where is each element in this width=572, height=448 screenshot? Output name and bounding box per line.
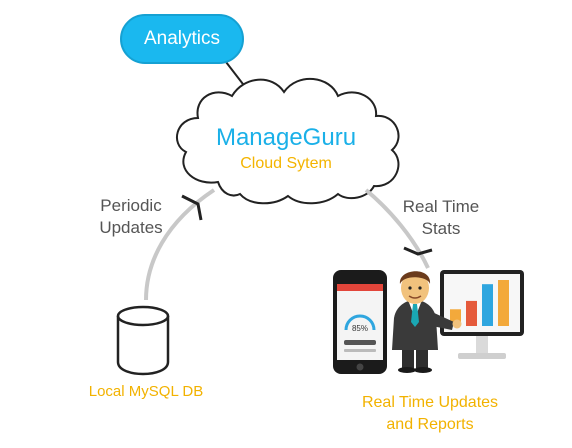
monitor-icon [440,270,524,359]
phone-gauge-value: 85% [352,324,368,333]
analytics-node: Analytics [120,14,244,64]
smartphone-icon: 85% [333,270,387,374]
cloud-subtitle: Cloud Sytem [240,155,332,172]
real-time-stats-arrow [364,188,430,269]
cloud-title: ManageGuru [215,124,357,151]
report-bar [482,284,493,326]
real-time-stats-line1: Real Time [402,197,480,216]
report-bar-chart [450,280,509,326]
periodic-updates-line1: Periodic [100,196,162,215]
periodic-updates-arrow [144,188,216,301]
database-icon [116,305,170,376]
database-label: Local MySQL DB [88,383,204,400]
periodic-updates-arrowhead [181,194,203,221]
real-time-stats-line2: Stats [421,219,461,238]
report-bar [450,309,461,326]
report-bar [498,280,509,326]
reports-line1: Real Time Updates [361,394,499,411]
cloud-shape [176,77,400,205]
real-time-stats-arrowhead [403,246,433,256]
periodic-updates-line2: Updates [99,218,163,237]
businessman-figure [392,271,462,373]
report-bar [466,300,477,326]
reports-label: Real Time Updates and Reports [340,392,520,436]
reports-line2: and Reports [386,416,474,433]
real-time-stats-label: Real Time Stats [386,196,496,240]
periodic-updates-label: Periodic Updates [86,195,176,239]
